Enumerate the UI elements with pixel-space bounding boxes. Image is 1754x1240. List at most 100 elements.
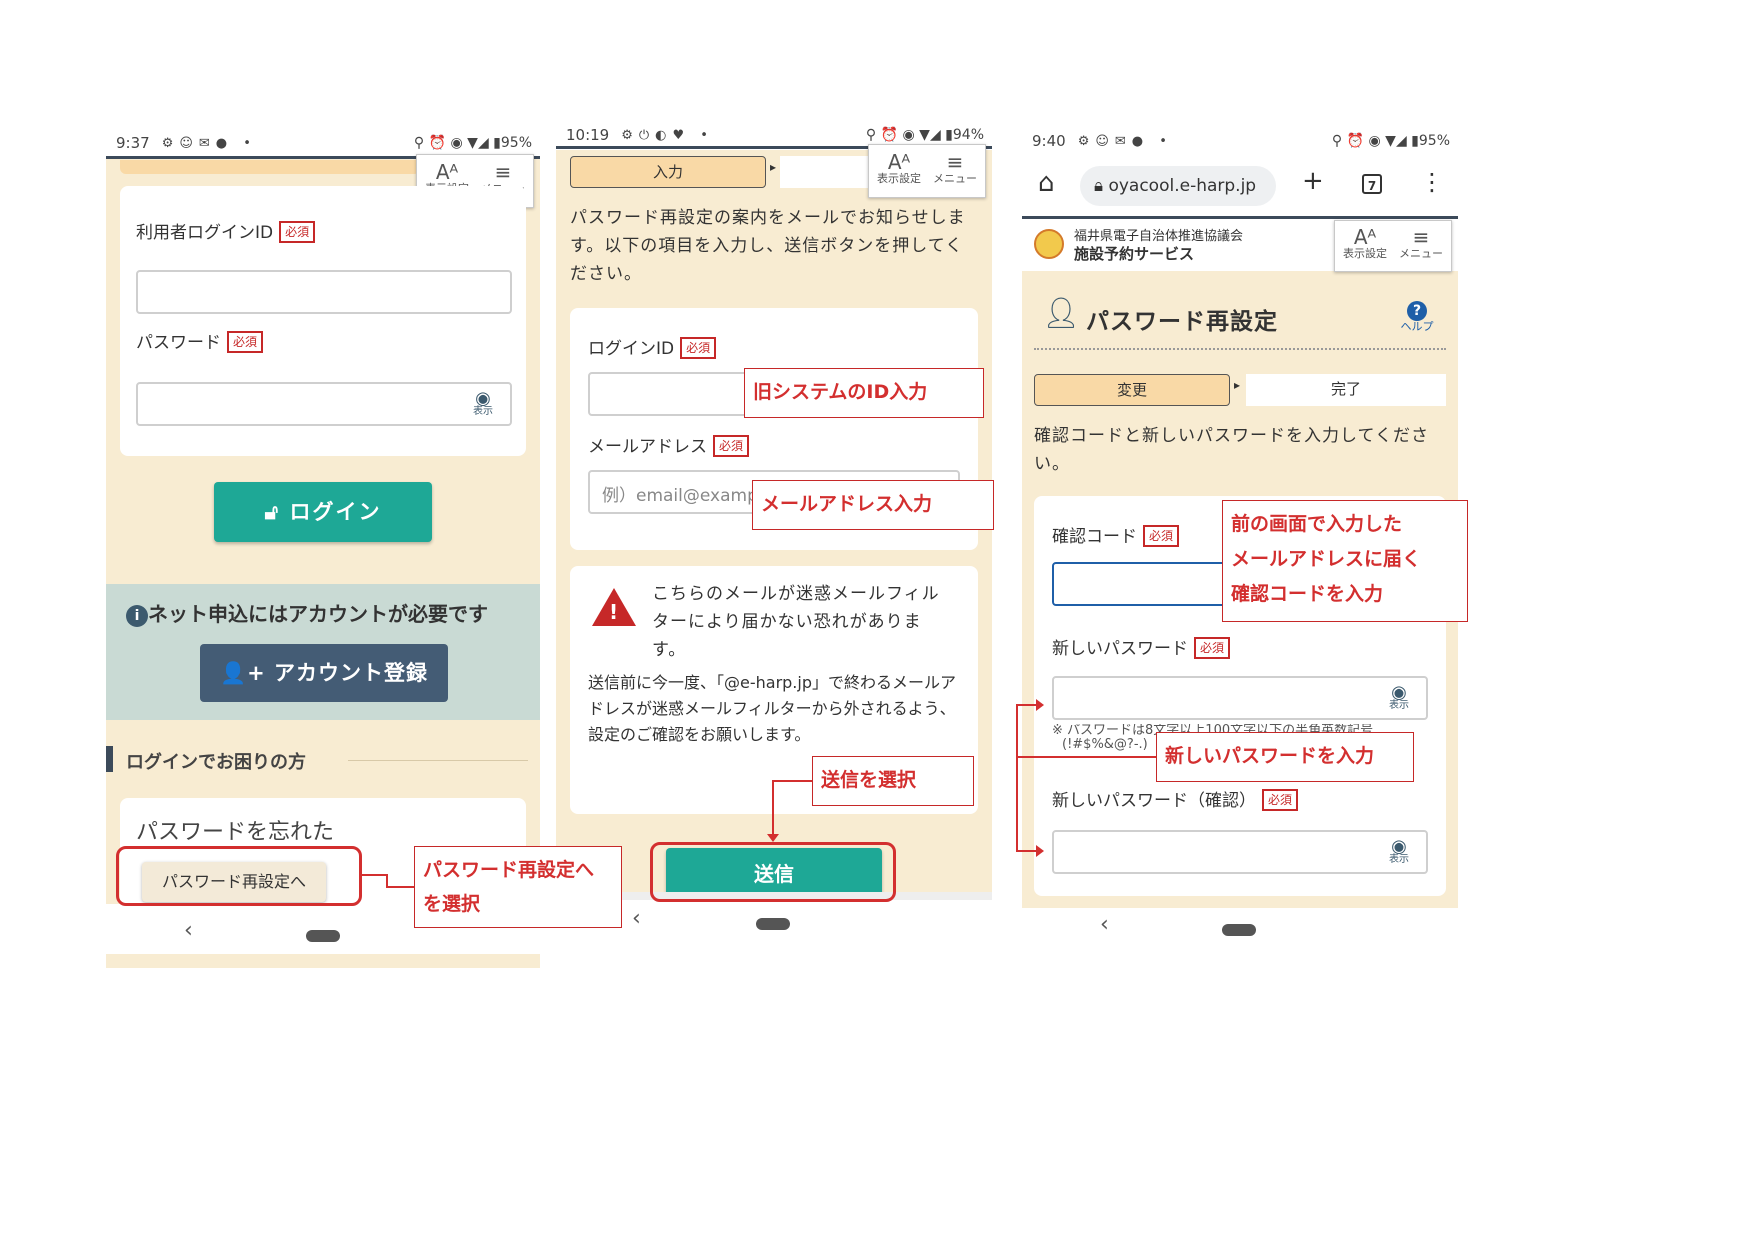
lock-icon: 🔓︎ <box>264 500 290 524</box>
menu-button[interactable]: ≡ メニュー <box>1395 226 1447 260</box>
warning-icon <box>592 588 636 626</box>
callout-old-id: 旧システムのID入力 <box>744 368 984 418</box>
url-bar[interactable]: 🔒︎ oyacool.e-harp.jp <box>1080 166 1276 206</box>
confirm-password-label: 新しいパスワード（確認）必須 <box>1052 786 1299 811</box>
hamburger-icon: ≡ <box>946 150 964 174</box>
org-name: 福井県電子自治体推進協議会 <box>1074 229 1244 244</box>
eye-icon: ◉ <box>1391 682 1407 703</box>
connector-line <box>386 886 414 888</box>
callout-email-input: メールアドレス入力 <box>752 480 994 530</box>
service-name: 施設予約サービス <box>1074 245 1195 263</box>
callout-new-password: 新しいパスワードを入力 <box>1156 732 1414 782</box>
required-badge: 必須 <box>1194 637 1231 659</box>
page-title: パスワード再設定 <box>1086 309 1278 335</box>
help-icon: ? <box>1407 301 1427 321</box>
arrow-head-icon <box>1036 845 1044 857</box>
status-icons: ⚙⏻◐♥ • <box>621 127 714 143</box>
show-password-toggle[interactable]: ◉ 表示 <box>470 390 496 418</box>
title-divider <box>1034 348 1446 350</box>
text-settings-button[interactable]: Aᴬ 表示設定 <box>873 151 925 185</box>
required-badge: 必須 <box>1143 525 1180 547</box>
step-done: 完了 <box>1246 374 1446 406</box>
connector-line <box>1016 704 1038 706</box>
mascot-logo <box>1034 229 1064 259</box>
connector-line <box>362 874 386 876</box>
status-bar: 9:37 ⚙☺✉● • ⚲ ⏰ ◉ ▼◢ ▮95% <box>106 128 540 158</box>
hamburger-icon: ≡ <box>1412 225 1430 249</box>
callout-code-input: 前の画面で入力した メールアドレスに届く 確認コードを入力 <box>1222 500 1468 622</box>
add-user-icon: 👤+ <box>219 661 275 685</box>
connector-line <box>772 780 812 782</box>
lock-icon: 🔒︎ <box>1094 176 1109 196</box>
tab-switcher-button[interactable]: 7 <box>1362 174 1382 194</box>
show-password-toggle[interactable]: ◉ 表示 <box>1386 836 1412 866</box>
connector-line <box>1016 704 1018 852</box>
step-arrow-icon: ▸ <box>770 160 777 174</box>
help-link[interactable]: ? ヘルプ <box>1400 301 1434 333</box>
connector-line <box>1016 850 1038 852</box>
browser-toolbar: ⌂ 🔒︎ oyacool.e-harp.jp + 7 ⋮ <box>1022 156 1458 216</box>
trouble-heading: ログインでお困りの方 <box>106 746 540 776</box>
connector-line <box>1016 756 1156 758</box>
account-register-button[interactable]: 👤+ アカウント登録 <box>200 644 448 702</box>
login-button[interactable]: 🔓︎ ログイン <box>214 482 432 542</box>
warning-title: こちらのメールが迷惑メールフィルターにより届かない恐れがあります。 <box>652 584 940 660</box>
forgot-title: パスワードを忘れた <box>136 820 335 845</box>
status-bar: 9:40 ⚙☺✉● • ⚲ ⏰ ◉ ▼◢ ▮95% <box>1022 126 1458 156</box>
home-pill-icon[interactable] <box>1222 924 1256 936</box>
login-id-input[interactable] <box>136 270 512 314</box>
intro-text: パスワード再設定の案内をメールでお知らせします。以下の項目を入力し、送信ボタンを… <box>570 208 966 284</box>
warning-body: 送信前に今一度、「@e-harp.jp」で終わるメールアドレスが迷惑メールフィル… <box>588 673 956 744</box>
connector-line <box>386 874 388 888</box>
text-settings-button[interactable]: Aᴬ 表示設定 <box>1339 226 1391 260</box>
required-badge: 必須 <box>279 221 316 243</box>
status-icons: ⚙☺✉● • <box>1077 133 1173 149</box>
password-reset-button[interactable]: パスワード再設定へ <box>142 862 326 902</box>
confirm-password-input[interactable]: ◉ 表示 <box>1052 830 1428 874</box>
callout-reset-select: パスワード再設定へ を選択 <box>414 846 622 928</box>
eye-icon: ◉ <box>1391 836 1407 857</box>
intro-text: 確認コードと新しいパスワードを入力してください。 <box>1034 426 1429 474</box>
header-tools: Aᴬ 表示設定 ≡ メニュー <box>1334 220 1452 272</box>
required-badge: 必須 <box>1262 789 1299 811</box>
step-next <box>780 156 876 188</box>
home-pill-icon[interactable] <box>306 930 340 942</box>
menu-button[interactable]: ≡ メニュー <box>929 151 981 185</box>
android-nav-bar: ‹ <box>1022 908 1458 952</box>
header-divider <box>556 146 992 149</box>
hamburger-icon: ≡ <box>494 160 512 184</box>
step-change: 変更 <box>1034 374 1230 406</box>
info-icon: i <box>126 604 148 627</box>
back-icon[interactable]: ‹ <box>184 918 193 943</box>
header-divider <box>1022 216 1458 219</box>
show-password-toggle[interactable]: ◉ 表示 <box>1386 682 1412 712</box>
new-password-input[interactable]: ◉ 表示 <box>1052 676 1428 720</box>
password-input[interactable]: ◉ 表示 <box>136 382 512 426</box>
code-label: 確認コード必須 <box>1052 522 1180 547</box>
android-nav-bar: ‹ <box>556 900 992 948</box>
arrow-head-icon <box>1036 699 1044 711</box>
text-size-icon: Aᴬ <box>887 150 911 174</box>
step-arrow-icon: ▸ <box>1234 378 1241 392</box>
status-bar: 10:19 ⚙⏻◐♥ • ⚲ ⏰ ◉ ▼◢ ▮94% <box>556 120 992 150</box>
required-badge: 必須 <box>227 331 264 353</box>
home-icon[interactable]: ⌂ <box>1038 168 1055 198</box>
step-input: 入力 <box>570 156 766 188</box>
new-tab-icon[interactable]: + <box>1302 166 1324 196</box>
user-icon: 👤︎ <box>1042 296 1081 331</box>
back-icon[interactable]: ‹ <box>1100 912 1109 937</box>
text-size-icon: Aᴬ <box>435 160 459 184</box>
home-pill-icon[interactable] <box>756 918 790 930</box>
tab-strip <box>120 160 420 174</box>
highlight-reset-button <box>116 846 362 906</box>
send-button[interactable]: 送信 <box>666 848 882 900</box>
arrow-head-icon <box>767 834 779 842</box>
more-options-icon[interactable]: ⋮ <box>1420 168 1444 196</box>
new-password-label: 新しいパスワード必須 <box>1052 634 1231 659</box>
back-icon[interactable]: ‹ <box>632 906 641 931</box>
